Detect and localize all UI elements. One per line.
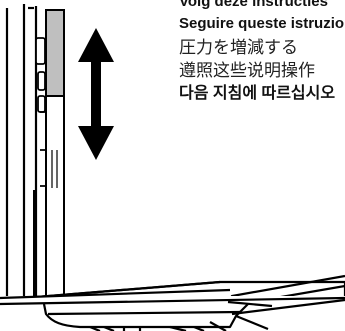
instruction-japanese: 圧力を増減する (179, 38, 298, 57)
instruction-dutch: Volg deze instructies (179, 0, 328, 10)
lower-sleeve (33, 190, 47, 298)
instruction-chinese: 遵照这些说明操作 (179, 61, 315, 80)
instruction-korean: 다음 지침에 따르십시오 (179, 85, 336, 102)
instruction-italian: Seguire queste istruzioni (179, 15, 345, 32)
up-down-arrow-icon (78, 28, 114, 160)
